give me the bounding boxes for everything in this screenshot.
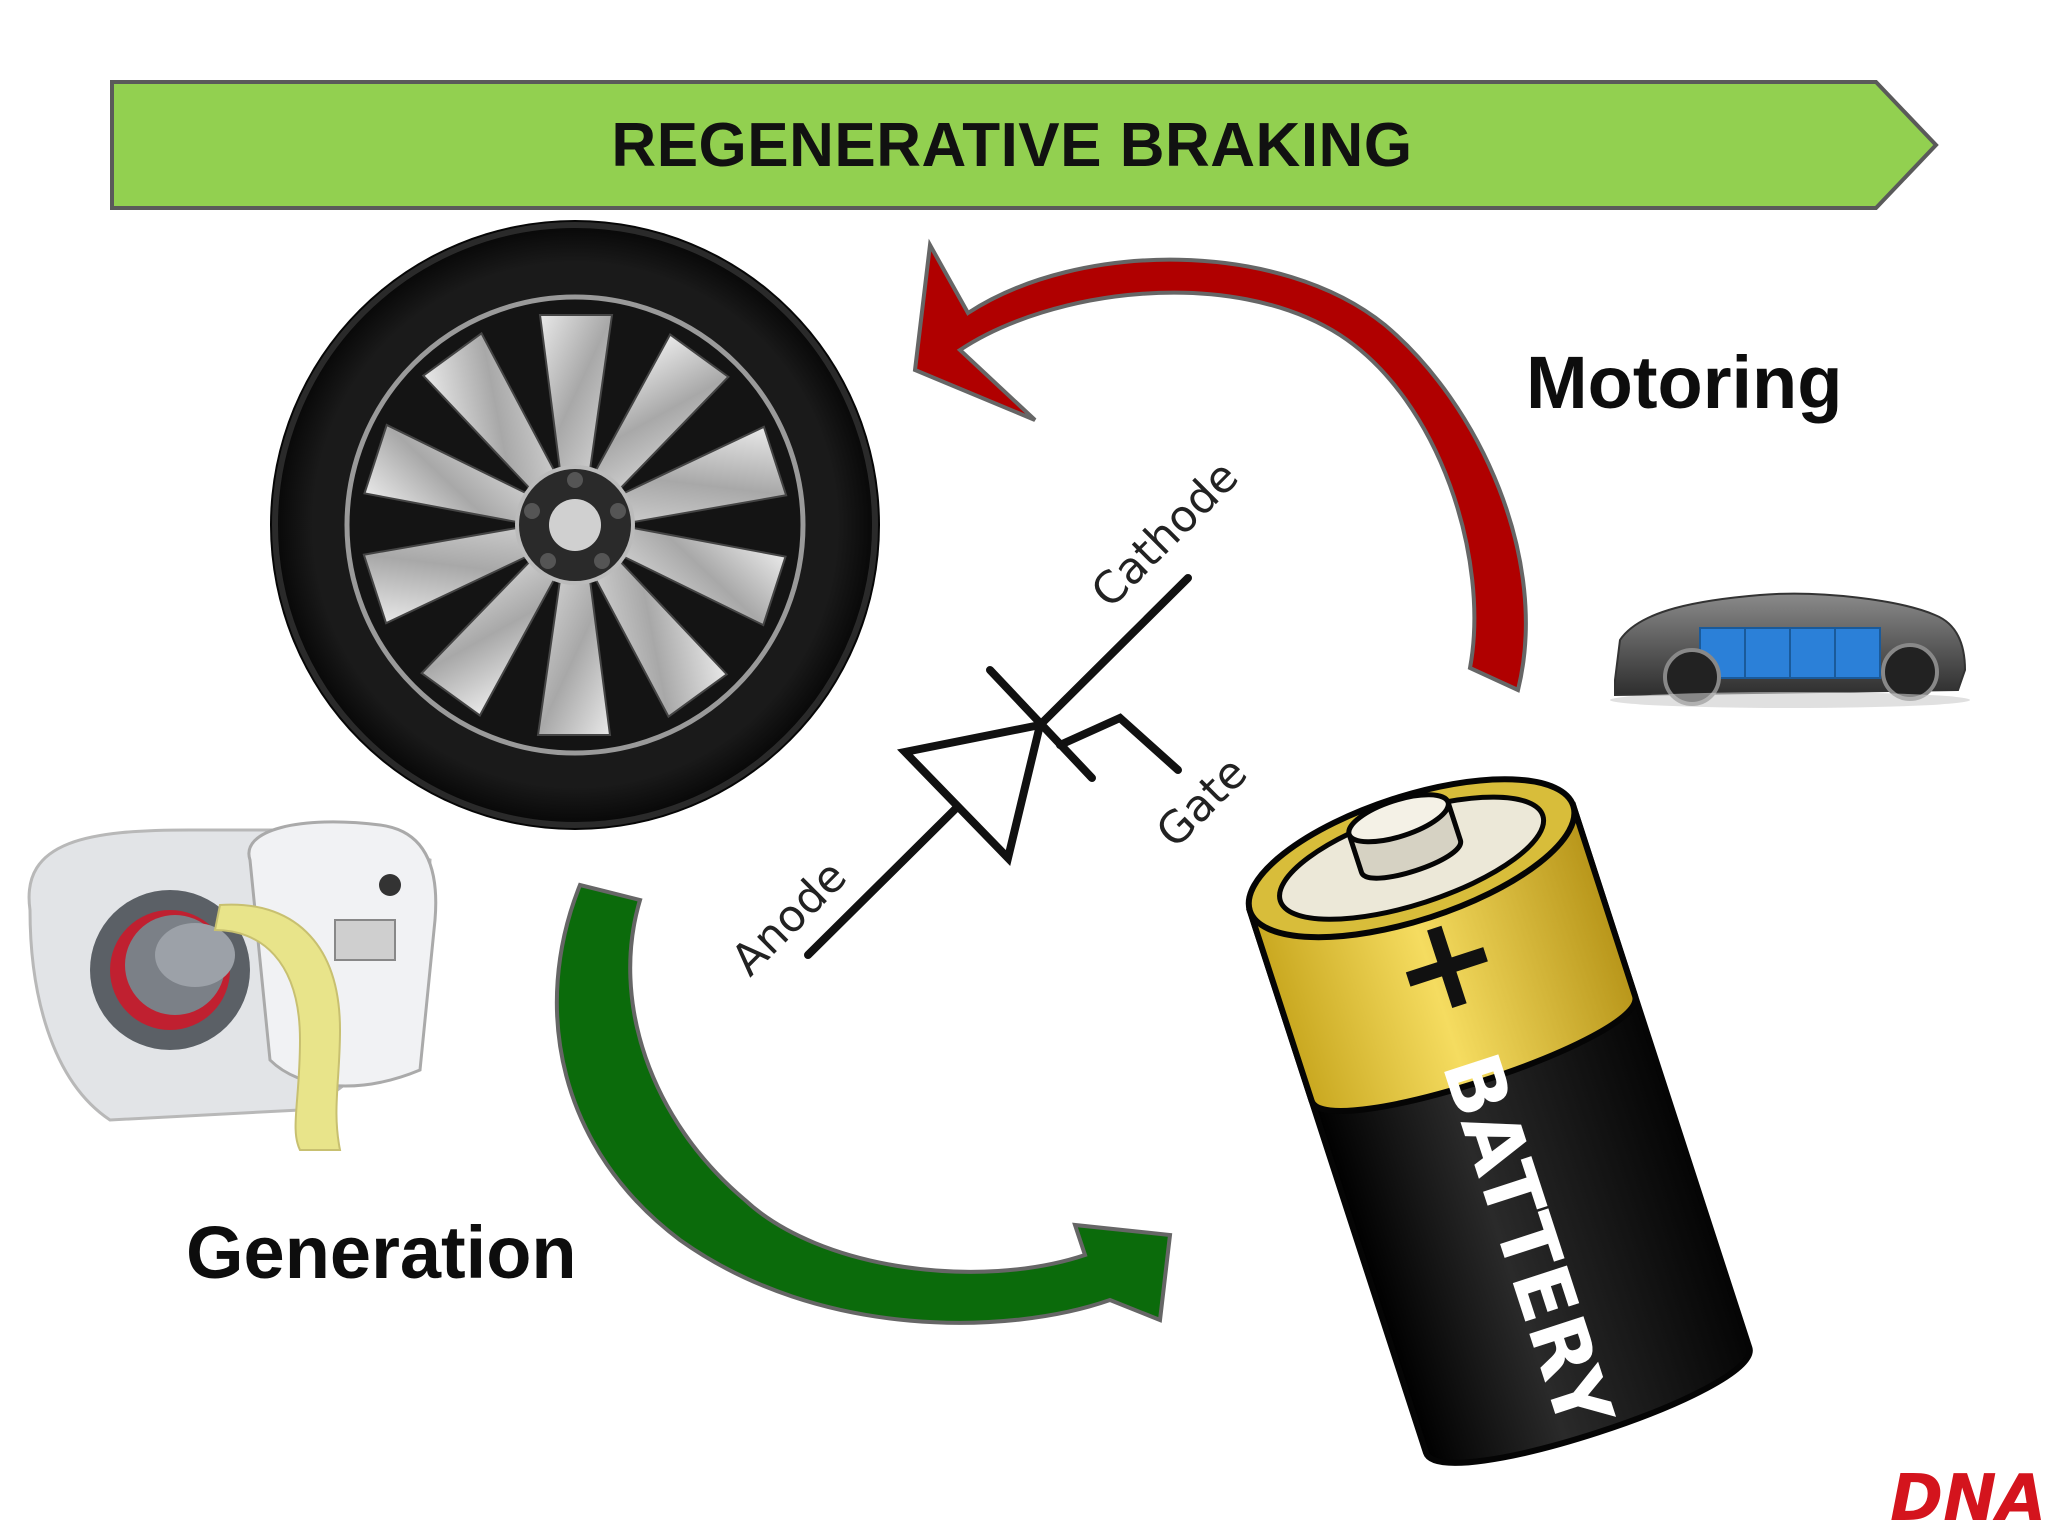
generation-arrow bbox=[554, 882, 1173, 1325]
title-banner bbox=[110, 80, 1939, 210]
wheel-image bbox=[270, 220, 880, 830]
motoring-arrow bbox=[912, 238, 1528, 693]
generation-label: Generation bbox=[186, 1211, 577, 1294]
battery-image: + BATTERY bbox=[1245, 776, 1753, 1466]
thyristor-symbol bbox=[804, 574, 1192, 959]
anode-label: Anode bbox=[722, 851, 857, 986]
page-title: REGENERATIVE BRAKING bbox=[611, 110, 1413, 180]
dna-logo: DNA bbox=[1890, 1462, 2046, 1536]
gate-label: Gate bbox=[1147, 747, 1258, 858]
electric-car-image bbox=[1610, 592, 1970, 708]
motoring-label: Motoring bbox=[1526, 341, 1843, 424]
charging-port-image bbox=[27, 820, 438, 1151]
cathode-label: Cathode bbox=[1082, 451, 1249, 618]
